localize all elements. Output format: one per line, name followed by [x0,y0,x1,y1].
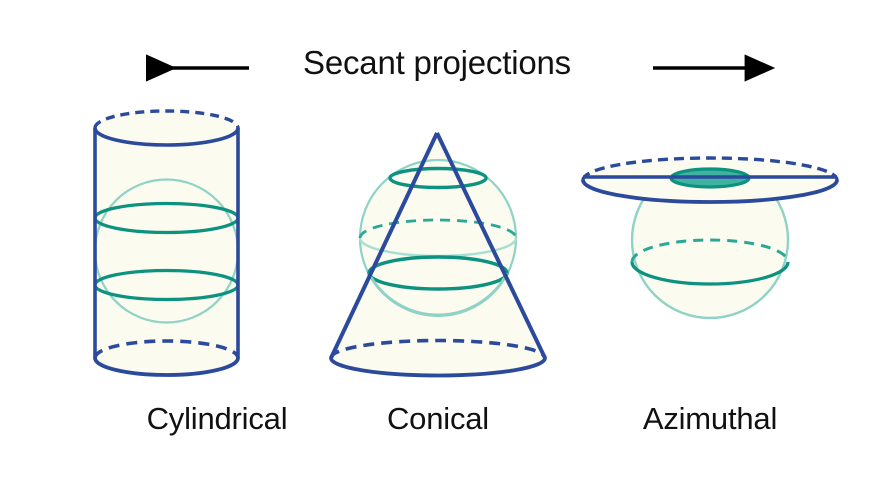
azimuthal-plane-rim-front [581,179,839,204]
cylinder-top-fill [95,111,238,145]
cone-globe-fill [360,160,516,316]
azimuthal-projection-figure [581,156,839,320]
cylinder-top-rim-back [93,109,240,129]
page-title: Secant projections [303,44,571,81]
cylindrical-projection-figure [93,109,240,377]
azimuthal-plane-rim-back [581,156,839,181]
cone-globe-lower-cap [368,272,508,316]
caption-cylindrical: Cylindrical [146,401,288,436]
azimuthal-globe-equator-front [630,261,790,286]
caption-conical: Conical [387,401,489,436]
cone-left-edge [329,132,439,359]
cone-globe-equator-back [358,218,518,239]
cylinder-bottom-rim-front [93,357,240,377]
cylinder-bottom-rim-back [93,339,240,359]
cone-right-edge [435,132,547,359]
conical-projection-figure [329,132,547,378]
caption-azimuthal: Azimuthal [642,401,778,436]
azimuthal-globe-equator-back [630,238,790,263]
cylinder-globe-fill [95,179,238,323]
cylinder-top-rim-front [93,127,240,147]
cone-base-rim-front [329,357,547,378]
cone-standard-parallel-upper [388,166,488,190]
cone-base-rim-back [329,338,547,359]
